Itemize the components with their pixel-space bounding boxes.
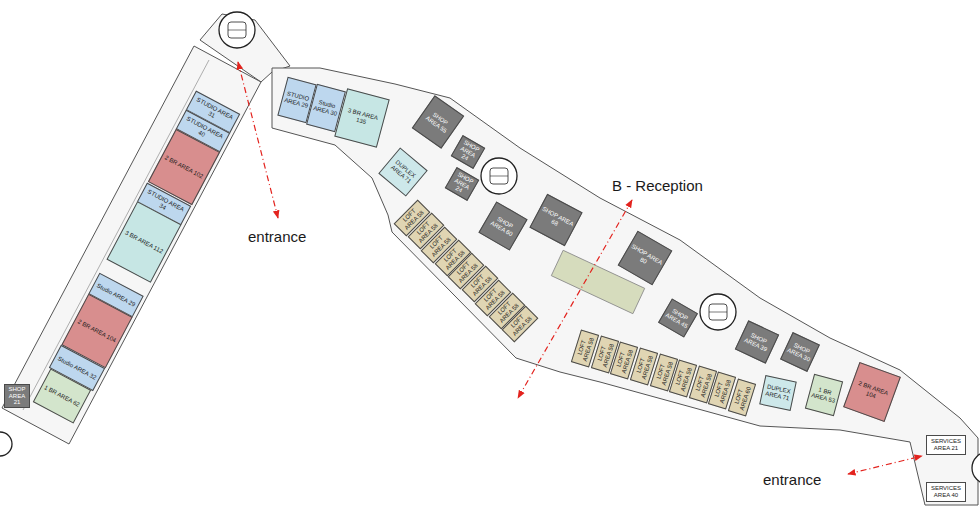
stair-steps xyxy=(490,168,508,184)
stair-steps xyxy=(228,22,246,38)
room-label: SHOP AREA 30 xyxy=(785,341,814,364)
room-label: STUDIO AREA 29 xyxy=(283,90,312,109)
stair-ring xyxy=(972,452,980,484)
room-label: 3 BR AREA 112 xyxy=(122,229,166,256)
room-label: SERVICES AREA 21 xyxy=(928,438,964,451)
room-label: 2 BR AREA 102 xyxy=(162,154,206,181)
room-label: SHOP AREA 45 xyxy=(663,306,692,330)
west-wing xyxy=(2,46,261,444)
room-label: DUPLEX AREA 71 xyxy=(387,157,420,188)
section-arrow xyxy=(238,62,278,218)
room-label: SERVICES AREA 40 xyxy=(928,485,964,498)
room-label: SHOP AREA 39 xyxy=(741,330,774,355)
room-label: 2 BR AREA 104 xyxy=(851,379,893,405)
stair-ring xyxy=(0,432,12,456)
stair-core xyxy=(972,452,980,484)
stair-line xyxy=(228,30,246,31)
room-label: SHOP AREA 55 xyxy=(421,107,455,136)
stair-core xyxy=(481,158,517,194)
room-label: 1 BR AREA 62 xyxy=(42,383,82,408)
apartment-unit: SERVICES AREA 40 xyxy=(926,482,966,502)
room-label: 1 BR AREA 53 xyxy=(810,385,839,404)
corridor-wall xyxy=(23,60,209,410)
stair-ring xyxy=(700,294,736,330)
stair-steps xyxy=(709,304,727,320)
room-label: SHOP AREA 80 xyxy=(626,243,664,272)
room-label: 3 BR AREA 135 xyxy=(341,106,383,129)
room-label: SHOP AREA 21 xyxy=(6,386,28,406)
stair-core xyxy=(219,12,255,48)
plan-annotation: B - Reception xyxy=(612,177,703,195)
stair-ring xyxy=(219,12,255,48)
apartment-unit: DUPLEX AREA 71 xyxy=(759,375,797,411)
room-label: SHOP AREA 68 xyxy=(537,206,575,235)
room-label: SHOP AREA 60 xyxy=(486,212,520,239)
stair-line xyxy=(709,312,727,313)
stair-core xyxy=(0,432,12,456)
apartment-unit: SERVICES AREA 21 xyxy=(926,435,966,455)
shop-unit: SHOP AREA 21 xyxy=(4,384,30,408)
stair-core xyxy=(700,294,736,330)
room-label: Studio AREA 30 xyxy=(312,98,341,117)
room-label: DUPLEX AREA 71 xyxy=(763,384,793,403)
stair-line xyxy=(490,176,508,177)
plan-annotation: entrance xyxy=(763,471,821,489)
stair-ring xyxy=(481,158,517,194)
section-arrow xyxy=(848,456,922,474)
room-label: 2 BR AREA 104 xyxy=(75,317,119,344)
main-wing xyxy=(272,68,978,505)
plan-annotation: entrance xyxy=(248,228,306,246)
